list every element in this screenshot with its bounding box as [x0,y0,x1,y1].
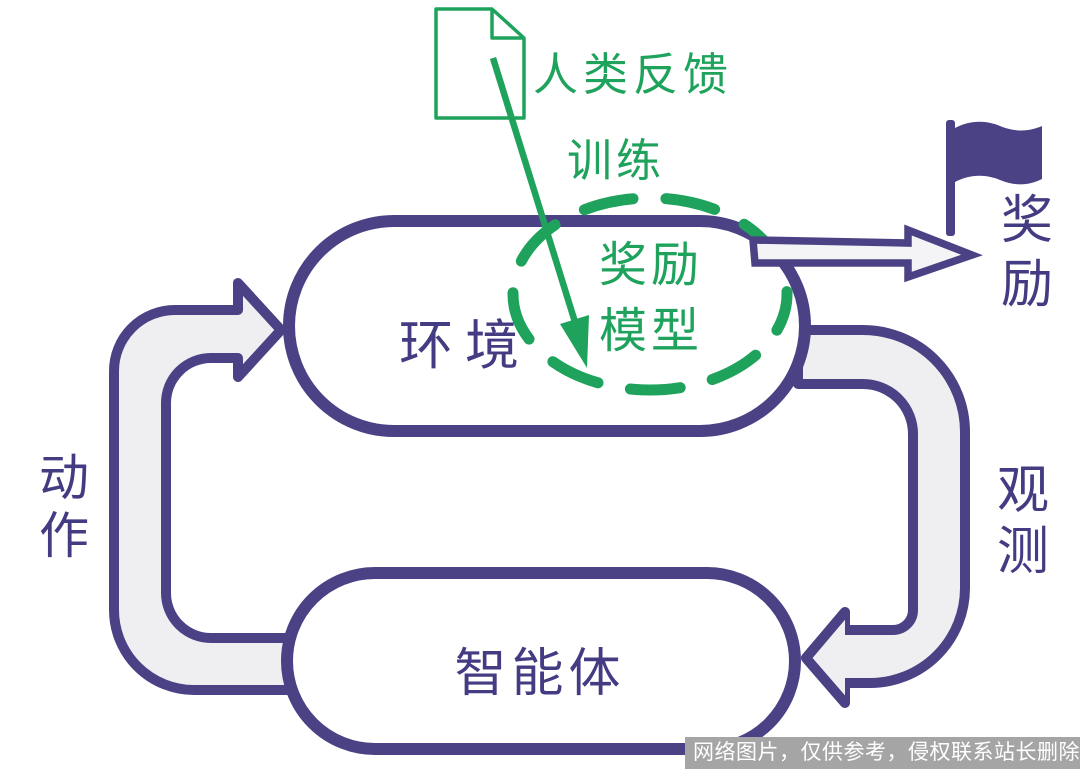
action-loop-arrow [109,278,305,695]
observation-loop-arrow [793,325,970,708]
agent-label: 智能体 [454,645,626,703]
reward-arrow [748,224,983,283]
document-icon [434,7,526,120]
human-feedback-label: 人类反馈 [533,49,734,100]
reward-model-label: 奖励模型 [598,239,703,358]
training-arrow [489,57,589,368]
watermark-bar: 网络图片，仅供参考，侵权联系站长删除 [685,737,1080,769]
reward-model-ellipse [507,192,793,396]
observation-label: 观测 [996,462,1049,581]
agent-node-shape [281,567,801,755]
reward-label: 奖励 [1000,192,1053,314]
action-label: 动作 [39,450,89,564]
environment-label: 环境 [399,316,531,376]
flag-icon [946,120,1042,236]
training-label: 训练 [567,135,666,186]
observation-arrowhead [801,608,849,707]
